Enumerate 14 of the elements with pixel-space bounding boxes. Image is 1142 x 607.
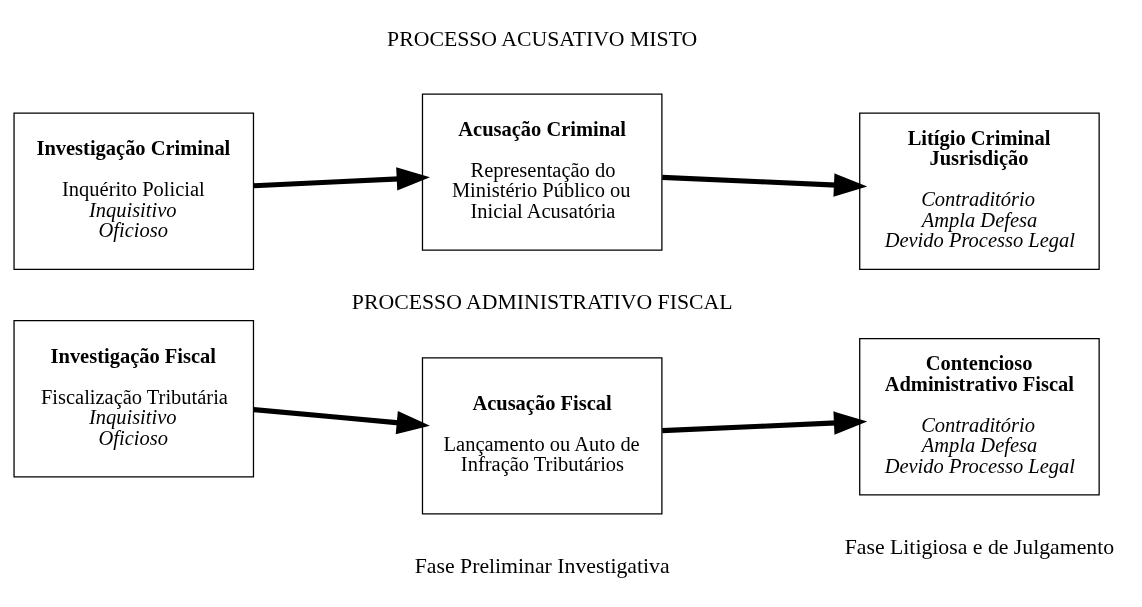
label: PROCESSO ADMINISTRATIVO FISCAL [351, 289, 733, 314]
arrow [253, 406, 430, 434]
arrow [253, 166, 430, 191]
node-box: Investigação Criminal Inquérito Policial Inquisitivo Oficioso [13, 112, 255, 270]
node-box: Litígio Criminal Jusrisdição Contraditório Ampla Defesa Devido Processo Legal [859, 112, 1100, 270]
node-box: Acusação Criminal Representação do Ministério Público ou Inicial Acusatória [421, 92, 663, 251]
label: Fase Preliminar Investigativa [414, 553, 670, 578]
node-box: Investigação Fiscal Fiscalização Tributária Inquisitivo Oficioso [13, 319, 255, 477]
node-box: Acusação Fiscal Lançamento ou Auto de Infração Tributários [421, 356, 663, 515]
node-box: Contencioso Administrativo Fiscal Contraditório Ampla Defesa Devido Processo Legal [859, 337, 1100, 495]
arrow [662, 410, 868, 435]
label: PROCESSO ACUSATIVO MISTO [387, 26, 698, 50]
arrow [662, 172, 868, 197]
label: Fase Litigiosa e de Julgamento [844, 534, 1115, 559]
